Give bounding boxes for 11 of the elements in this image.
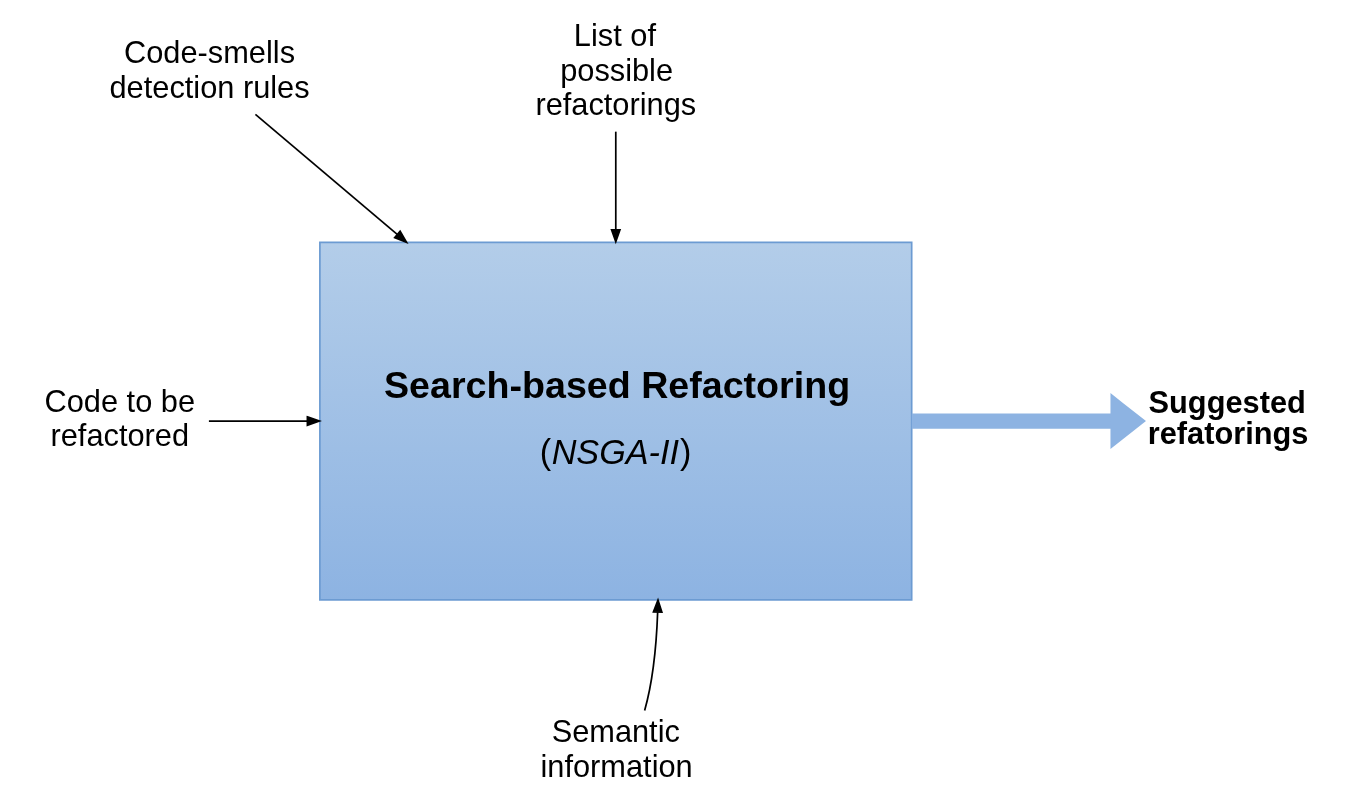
node-text: Code-smells detection rules (109, 35, 310, 105)
node-text: Code to be refactored (44, 383, 195, 453)
node-box: Search-based Refactoring (NSGA-II) (318, 241, 913, 601)
node-text: Suggested refatorings (1147, 385, 1308, 452)
node-text: List of possible refactorings (534, 18, 696, 122)
arrow (207, 415, 322, 427)
arrow (643, 597, 663, 712)
node-text: Semantic information (540, 714, 693, 784)
arrow (609, 130, 621, 245)
arrow (254, 113, 408, 244)
arrow (911, 393, 1146, 450)
